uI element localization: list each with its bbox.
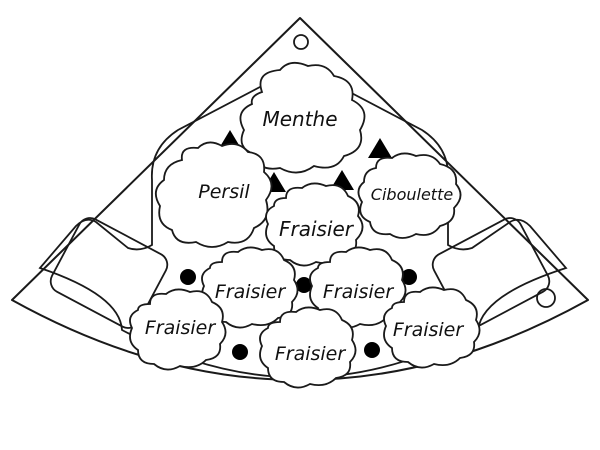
plant-fraisier-mid-left: Fraisier — [201, 246, 299, 329]
plant-persil: Persil — [154, 141, 273, 248]
plant-label-fraisier-low-right: Fraisier — [393, 319, 465, 341]
hanging-hole — [293, 34, 309, 50]
plant-menthe: Menthe — [239, 61, 366, 174]
plant-label-fraisier-mid-right: Fraisier — [323, 281, 395, 303]
plant-fraisier-low-center: Fraisier — [259, 306, 357, 389]
plant-fraisier-low-right: Fraisier — [383, 286, 481, 369]
dot-markers — [180, 269, 417, 360]
plant-label-menthe: Menthe — [262, 107, 337, 131]
plant-label-fraisier-mid-left: Fraisier — [215, 281, 287, 303]
dot-icon — [180, 269, 196, 285]
plant-label-persil: Persil — [198, 181, 250, 203]
dot-icon — [232, 344, 248, 360]
triangle-icon — [368, 138, 392, 158]
plant-label-fraisier-low-center: Fraisier — [275, 343, 347, 365]
plant-label-fraisier-center: Fraisier — [279, 217, 355, 241]
plant-label-ciboulette: Ciboulette — [371, 185, 454, 204]
plant-label-fraisier-low-left: Fraisier — [145, 317, 217, 339]
dot-icon — [401, 269, 417, 285]
plant-fraisier-low-left: Fraisier — [129, 288, 227, 371]
dot-icon — [364, 342, 380, 358]
drain-hole — [536, 288, 556, 308]
plant-fraisier-mid-right: Fraisier — [309, 246, 407, 329]
plant-ciboulette: Ciboulette — [357, 152, 462, 239]
dot-icon — [296, 277, 312, 293]
plant-fraisier-center: Fraisier — [265, 182, 364, 267]
